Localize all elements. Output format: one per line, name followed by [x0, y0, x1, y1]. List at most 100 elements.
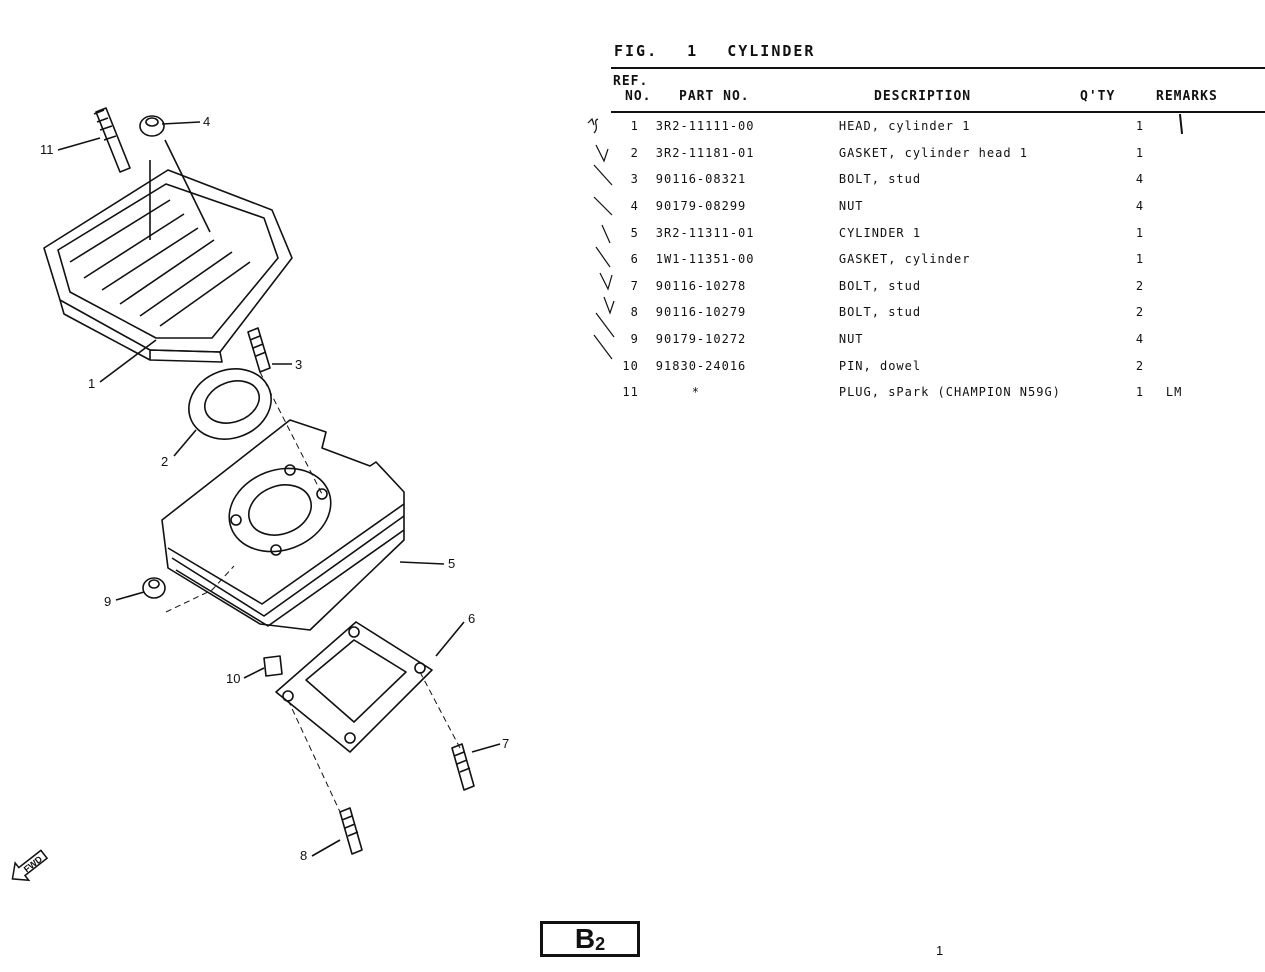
- header-top-rule: [611, 67, 1265, 69]
- part-no-cell: 90179-08299: [655, 199, 747, 214]
- remarks-cell: [1152, 299, 1265, 326]
- description-cell: BOLT, stud: [838, 305, 922, 320]
- ref-cell: 4: [630, 199, 639, 214]
- callout-5: 5: [448, 556, 455, 571]
- figure-name: CYLINDER: [727, 42, 816, 60]
- ref-cell: 6: [630, 252, 639, 267]
- figure-label: FIG.: [614, 42, 659, 60]
- table-row: 11 * PLUG, sPark (CHAMPION N59G) 1 LM: [605, 379, 1265, 406]
- description-cell: BOLT, stud: [838, 278, 922, 293]
- parts-table: 1 3R2-11111-00 HEAD, cylinder 1 1 2 3R2-11181…: [605, 113, 1265, 406]
- badge-letter: B: [574, 923, 596, 954]
- callout-2: 2: [161, 454, 168, 469]
- callout-7: 7: [502, 736, 509, 751]
- callout-4: 4: [203, 114, 210, 129]
- part-no-cell: 90116-08321: [655, 172, 747, 187]
- spark-plug-drawing: [93, 107, 131, 173]
- qty-cell: 1: [1135, 385, 1145, 400]
- callout-8: 8: [300, 848, 307, 863]
- description-cell: PIN, dowel: [838, 358, 922, 373]
- fwd-arrow-icon: FWD: [11, 849, 49, 882]
- part-no-cell: 91830-24016: [655, 358, 747, 373]
- header-bottom-rule: [611, 111, 1265, 113]
- remarks-cell: [1152, 273, 1265, 300]
- remarks-cell: [1152, 352, 1265, 379]
- cylinder-body-drawing: [161, 419, 405, 631]
- qty-cell: 1: [1135, 225, 1145, 240]
- qty-cell: 4: [1135, 172, 1145, 187]
- remarks-cell: [1152, 113, 1265, 140]
- qty-cell: 4: [1135, 199, 1145, 214]
- figure-number: 1: [687, 42, 699, 60]
- remarks-cell: [1152, 166, 1265, 193]
- badge-sub: 2: [595, 934, 606, 954]
- remarks-cell: [1152, 193, 1265, 220]
- section-badge: B2: [540, 921, 640, 957]
- page-number: 1: [936, 943, 944, 958]
- part-no-cell: 3R2-11311-01: [655, 225, 755, 240]
- header-description: DESCRIPTION: [874, 89, 972, 104]
- part-no-cell: 90116-10279: [655, 305, 747, 320]
- header-ref-line2: NO.: [625, 89, 652, 104]
- header-qty: Q'TY: [1080, 89, 1116, 104]
- remarks-cell: [1152, 140, 1265, 167]
- callout-10: 10: [226, 671, 240, 686]
- table-row: 2 3R2-11181-01 GASKET, cylinder head 1 1: [605, 140, 1265, 167]
- qty-cell: 1: [1135, 145, 1145, 160]
- table-row: 10 91830-24016 PIN, dowel 2: [605, 352, 1265, 379]
- description-cell: HEAD, cylinder 1: [838, 119, 971, 134]
- qty-cell: 1: [1135, 252, 1145, 267]
- table-row: 1 3R2-11111-00 HEAD, cylinder 1 1: [605, 113, 1265, 140]
- table-row: 9 90179-10272 NUT 4: [605, 326, 1265, 353]
- remarks-cell: [1152, 326, 1265, 353]
- part-no-cell: 3R2-11181-01: [655, 145, 755, 160]
- remarks-cell: LM: [1165, 385, 1183, 400]
- figure-title: FIG. 1 CYLINDER: [614, 42, 833, 60]
- ref-cell: 5: [630, 225, 639, 240]
- qty-cell: 2: [1135, 305, 1145, 320]
- callout-3: 3: [295, 357, 302, 372]
- callout-6: 6: [468, 611, 475, 626]
- table-row: 3 90116-08321 BOLT, stud 4: [605, 166, 1265, 193]
- qty-cell: 1: [1135, 119, 1145, 134]
- part-no-cell: 90116-10278: [655, 278, 747, 293]
- part-no-cell: 90179-10272: [655, 332, 747, 347]
- check-marks: [587, 117, 615, 360]
- description-cell: PLUG, sPark (CHAMPION N59G): [838, 385, 1061, 400]
- ref-cell: 10: [622, 358, 639, 373]
- callout-1: 1: [88, 376, 95, 391]
- ref-cell: 8: [630, 305, 639, 320]
- ref-cell: 3: [630, 172, 639, 187]
- ref-cell: 9: [630, 332, 639, 347]
- exploded-diagram: 1 2 3 4 5 6 7 8 9 10 11: [40, 107, 509, 863]
- header-ref-line1: REF.: [613, 74, 649, 89]
- qty-cell: 2: [1135, 358, 1145, 373]
- header-part-no: PART NO.: [679, 89, 750, 104]
- part-no-cell: 3R2-11111-00: [655, 119, 755, 134]
- remarks-cell: [1152, 219, 1265, 246]
- qty-cell: 4: [1135, 332, 1145, 347]
- remarks-cell: [1152, 246, 1265, 273]
- part-no-cell: *: [691, 385, 701, 400]
- description-cell: GASKET, cylinder head 1: [838, 145, 1029, 160]
- cylinder-head-drawing: [43, 139, 293, 363]
- description-cell: CYLINDER 1: [838, 225, 922, 240]
- description-cell: NUT: [838, 332, 864, 347]
- callout-11: 11: [40, 142, 54, 157]
- ref-cell: 11: [622, 385, 639, 400]
- ref-cell: 2: [630, 145, 639, 160]
- ref-cell: 1: [630, 119, 639, 134]
- qty-cell: 2: [1135, 278, 1145, 293]
- callout-9: 9: [104, 594, 111, 609]
- description-cell: BOLT, stud: [838, 172, 922, 187]
- table-row: 8 90116-10279 BOLT, stud 2: [605, 299, 1265, 326]
- description-cell: GASKET, cylinder: [838, 252, 971, 267]
- description-cell: NUT: [838, 199, 864, 214]
- table-row: 6 1W1-11351-00 GASKET, cylinder 1: [605, 246, 1265, 273]
- ref-cell: 7: [630, 278, 639, 293]
- part-no-cell: 1W1-11351-00: [655, 252, 755, 267]
- header-remarks: REMARKS: [1156, 89, 1218, 104]
- table-row: 4 90179-08299 NUT 4: [605, 193, 1265, 220]
- table-row: 5 3R2-11311-01 CYLINDER 1 1: [605, 219, 1265, 246]
- table-row: 7 90116-10278 BOLT, stud 2: [605, 273, 1265, 300]
